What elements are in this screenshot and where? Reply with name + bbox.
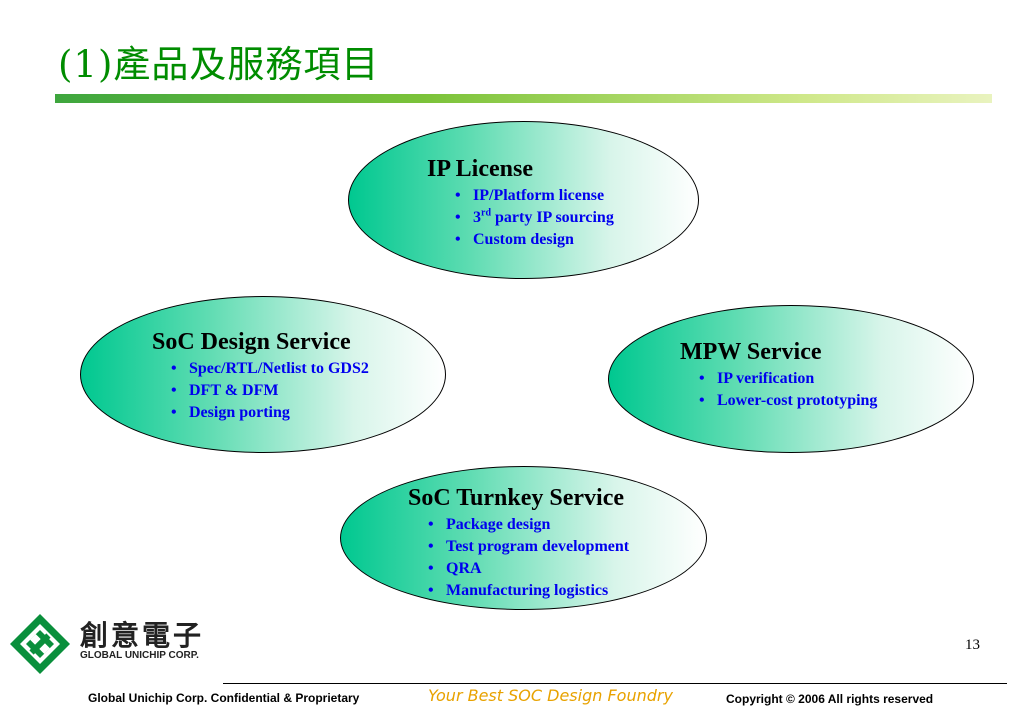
gucorp-logo-icon — [10, 614, 70, 674]
ip-license-list: IP/Platform license 3rd party IP sourcin… — [453, 185, 614, 251]
list-item: Manufacturing logistics — [426, 580, 629, 602]
mpw-list: IP verification Lower-cost prototyping — [697, 368, 877, 412]
footer-tagline: Your Best SOC Design Foundry — [428, 686, 673, 705]
soc-design-list: Spec/RTL/Netlist to GDS2 DFT & DFM Desig… — [169, 358, 369, 424]
slide-title: (1)產品及服務項目 — [58, 43, 380, 86]
footer-confidential: Global Unichip Corp. Confidential & Prop… — [88, 691, 360, 705]
list-item: Package design — [426, 514, 629, 536]
ip-license-title: IP License — [427, 156, 533, 182]
ip-license-content: IP License IP/Platform license 3rd party… — [427, 155, 614, 251]
mpw-title: MPW Service — [680, 339, 822, 365]
list-item: QRA — [426, 558, 629, 580]
mpw-content: MPW Service IP verification Lower-cost p… — [680, 338, 877, 412]
soc-design-content: SoC Design Service Spec/RTL/Netlist to G… — [152, 328, 369, 424]
list-item: 3rd party IP sourcing — [453, 207, 614, 229]
turnkey-content: SoC Turnkey Service Package design Test … — [408, 484, 629, 602]
list-item: IP verification — [697, 368, 877, 390]
list-item: Design porting — [169, 402, 369, 424]
title-underline-bar — [55, 94, 992, 103]
list-item: Spec/RTL/Netlist to GDS2 — [169, 358, 369, 380]
page-number: 13 — [965, 637, 980, 653]
footer-divider — [223, 683, 1007, 684]
list-item: Test program development — [426, 536, 629, 558]
turnkey-list: Package design Test program development … — [426, 514, 629, 602]
logo-chinese-name: 創意電子 — [80, 619, 205, 652]
list-item: DFT & DFM — [169, 380, 369, 402]
list-item: IP/Platform license — [453, 185, 614, 207]
footer-copyright: Copyright © 2006 All rights reserved — [726, 692, 934, 706]
logo-english-name: GLOBAL UNICHIP CORP. — [80, 650, 199, 661]
list-item: Custom design — [453, 229, 614, 251]
turnkey-title: SoC Turnkey Service — [408, 485, 625, 511]
soc-design-title: SoC Design Service — [152, 329, 351, 355]
list-item: Lower-cost prototyping — [697, 390, 877, 412]
